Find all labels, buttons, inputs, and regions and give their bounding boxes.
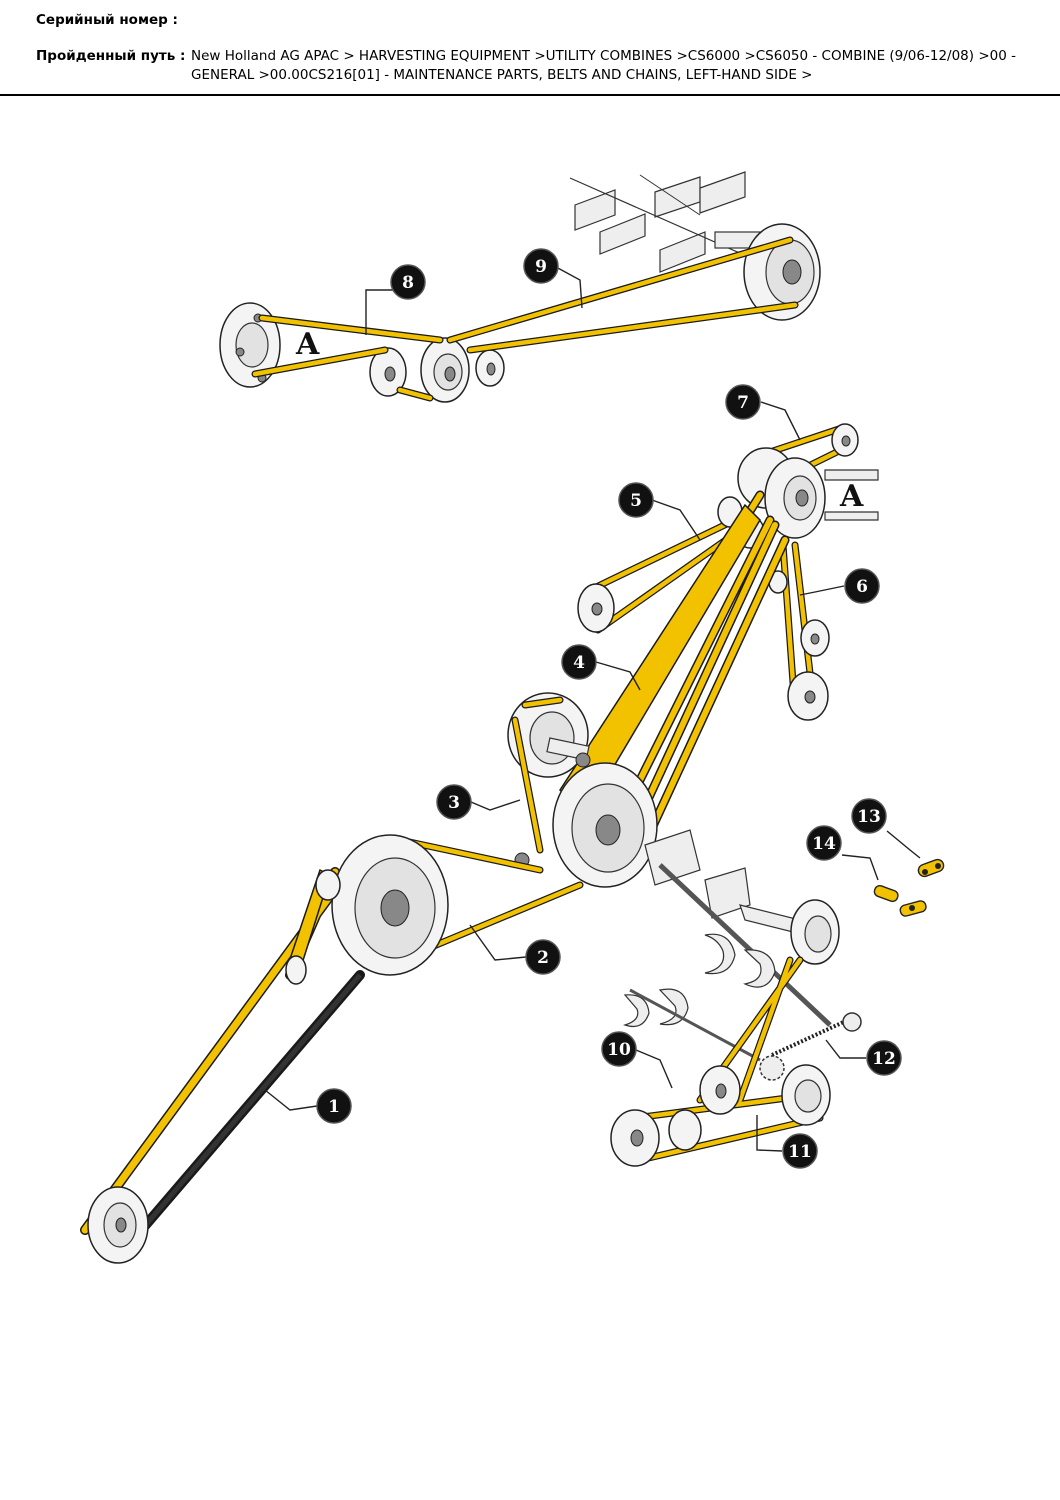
- callout-4: 4: [561, 644, 597, 680]
- callout-11-text: 11: [788, 1142, 812, 1162]
- callout-1: 1: [316, 1088, 352, 1124]
- top-middle-pulleys: [369, 337, 505, 403]
- callout-3: 3: [436, 784, 472, 820]
- callout-12: 12: [866, 1040, 902, 1076]
- callout-6: 6: [844, 568, 880, 604]
- callout-9: 9: [523, 248, 559, 284]
- callout-13: 13: [851, 798, 887, 834]
- callout-1-text: 1: [328, 1097, 340, 1117]
- chain-link-13: [917, 858, 945, 878]
- reference-letter-a-right: A: [839, 479, 864, 514]
- callout-5-text: 5: [630, 491, 642, 511]
- callout-12-text: 12: [872, 1049, 896, 1069]
- callout-6-text: 6: [856, 577, 868, 597]
- callout-14: 14: [806, 825, 842, 861]
- callout-5: 5: [618, 482, 654, 518]
- callout-14-text: 14: [812, 834, 836, 854]
- callout-7: 7: [725, 384, 761, 420]
- callout-9-text: 9: [535, 257, 547, 277]
- callout-8: 8: [390, 264, 426, 300]
- callout-2-text: 2: [537, 948, 549, 968]
- callout-4-text: 4: [573, 653, 585, 673]
- leader-lines: [264, 266, 921, 1152]
- lower-assembly: [80, 834, 584, 1264]
- callout-10-text: 10: [607, 1040, 631, 1060]
- callout-8-text: 8: [402, 273, 414, 293]
- callout-11: 11: [782, 1133, 818, 1169]
- callout-3-text: 3: [448, 793, 460, 813]
- header-divider: [0, 94, 1060, 96]
- auger-assembly: [610, 829, 945, 1167]
- middle-assembly: A: [507, 423, 879, 888]
- breadcrumb-label: Пройденный путь :: [36, 48, 186, 64]
- top-assembly: A: [219, 171, 821, 403]
- callout-7-text: 7: [737, 393, 749, 413]
- reference-letter-a-top: A: [295, 327, 320, 362]
- callout-10: 10: [601, 1031, 637, 1067]
- shaker-brackets: [569, 171, 761, 273]
- chain-link-14: [873, 884, 927, 917]
- serial-number-label: Серийный номер :: [36, 12, 178, 28]
- serial-number-row: Серийный номер :: [36, 11, 178, 30]
- callout-2: 2: [525, 939, 561, 975]
- breadcrumb: New Holland AG APAC > HARVESTING EQUIPME…: [191, 48, 1016, 83]
- top-right-pulley: [743, 223, 821, 321]
- callout-13-text: 13: [857, 807, 881, 827]
